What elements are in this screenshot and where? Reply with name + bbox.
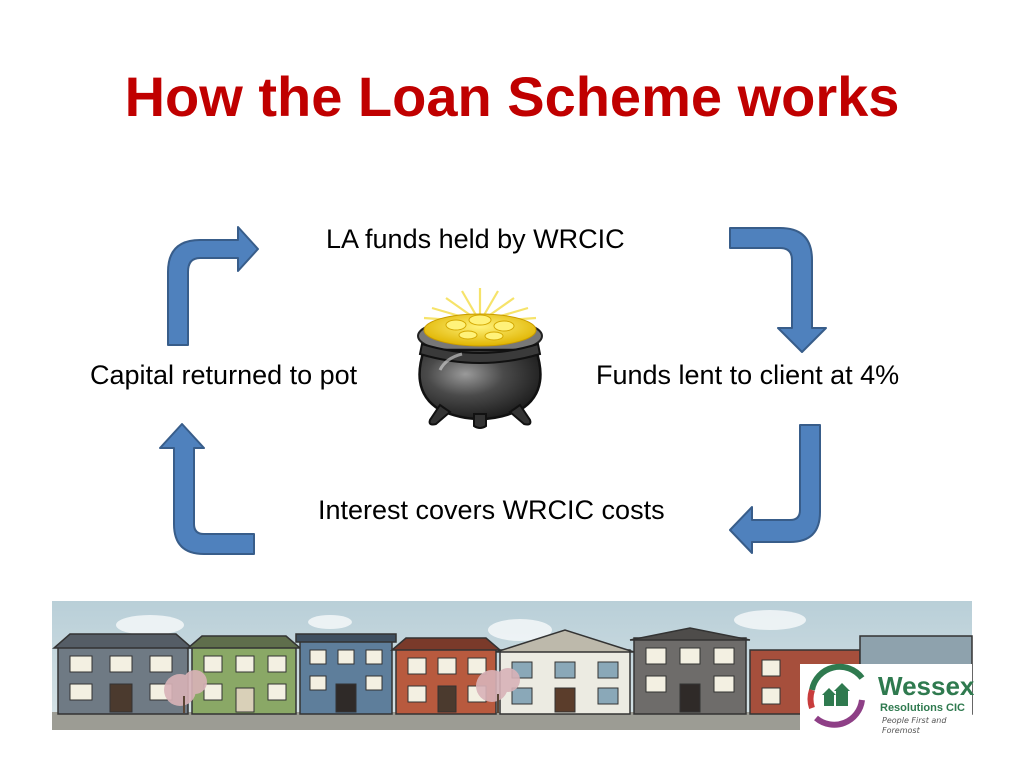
slide-title: How the Loan Scheme works	[124, 65, 900, 128]
logo-tagline: People First and Foremost	[882, 716, 947, 735]
cycle-step-right: Funds lent to client at 4%	[596, 360, 900, 390]
cycle-step-bottom: Interest covers WRCIC costs	[318, 495, 665, 525]
wessex-logo-icon	[800, 663, 972, 730]
arrow-right-down-icon	[729, 227, 827, 353]
logo-subtitle: Resolutions CIC	[880, 702, 965, 714]
cycle-step-left: Capital returned to pot	[90, 360, 358, 390]
arrow-up-right-icon	[167, 226, 259, 346]
arrow-left-up-icon	[159, 423, 255, 555]
cycle-step-top: LA funds held by WRCIC	[326, 224, 625, 254]
logo-card: Wessex Resolutions CIC People First and …	[800, 664, 975, 735]
logo-name: Wessex	[878, 671, 975, 701]
arrow-down-left-icon	[729, 424, 821, 554]
pot-of-gold-icon	[417, 288, 543, 429]
